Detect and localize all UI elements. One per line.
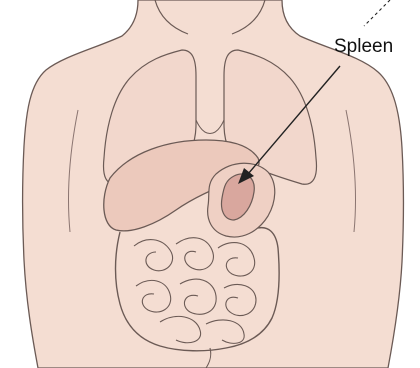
- spleen-label: Spleen: [334, 36, 393, 57]
- callout-dashed-line: [364, 0, 390, 26]
